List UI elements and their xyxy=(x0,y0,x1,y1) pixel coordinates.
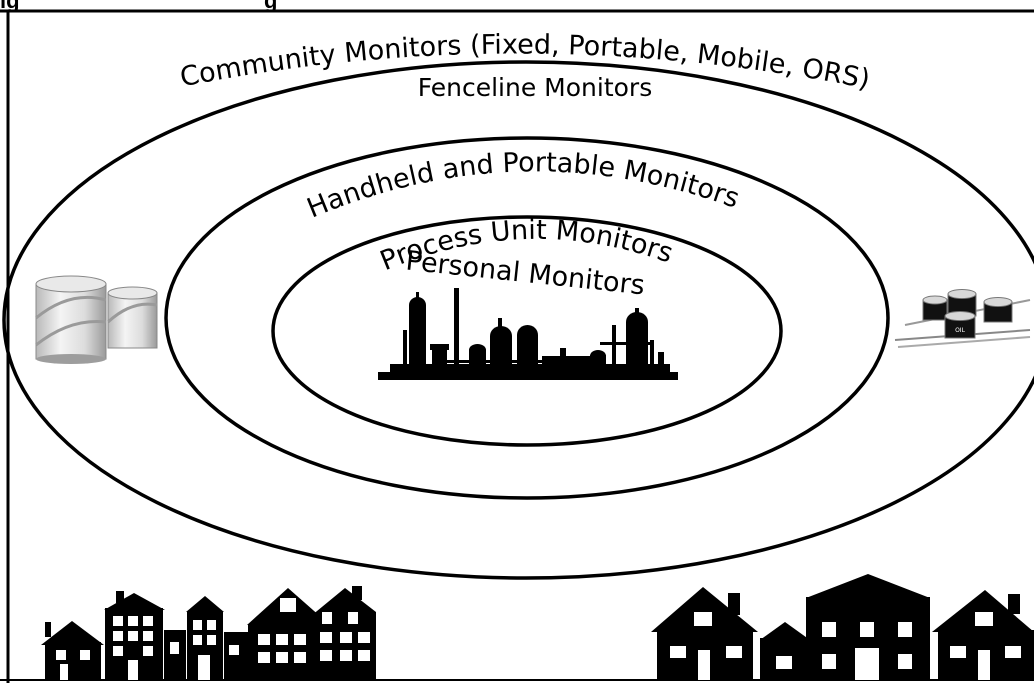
middle-ring-label-arc: Handheld and Portable Monitors xyxy=(303,147,743,224)
oil-drum-label: OIL xyxy=(955,327,965,334)
storage-tanks-icon xyxy=(35,275,158,364)
outer-ring xyxy=(2,60,1034,580)
refinery-silhouette-icon xyxy=(378,288,678,380)
middle-ring xyxy=(164,136,890,500)
oil-drums-icon: OIL xyxy=(894,289,1031,348)
inner-ring-label-line: Personal Monitors xyxy=(404,246,646,302)
outer-ring-label-line: Fenceline Monitors xyxy=(418,73,653,102)
houses-windows xyxy=(670,612,1021,680)
inner-ring xyxy=(271,215,783,447)
figure-caption-partial: ig g xyxy=(0,0,277,13)
townhouses-windows xyxy=(56,598,370,680)
